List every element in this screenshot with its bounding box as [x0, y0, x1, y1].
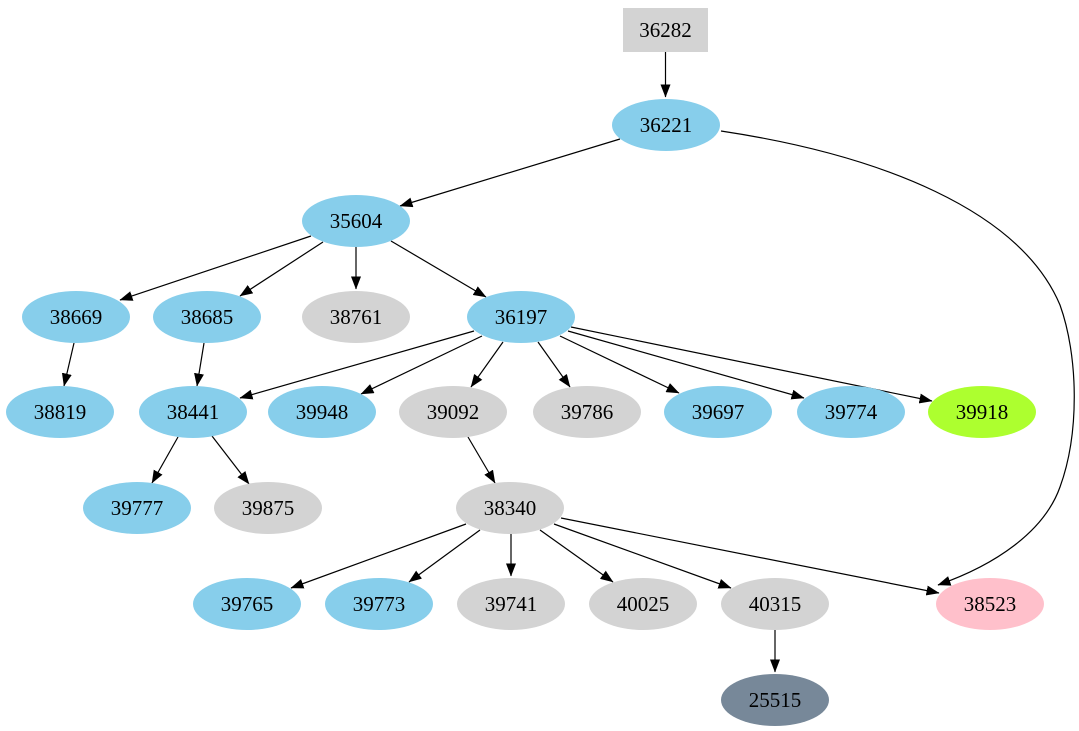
node-25515: 25515 — [721, 674, 829, 726]
edge-38441-39777 — [151, 436, 179, 484]
node-38761-label: 38761 — [330, 305, 383, 329]
node-39948: 39948 — [268, 386, 376, 438]
node-39774-shape — [797, 386, 905, 438]
node-39773-label: 39773 — [353, 592, 406, 616]
node-35604-label: 35604 — [330, 209, 383, 233]
node-38523: 38523 — [936, 578, 1044, 630]
node-39875-shape — [214, 482, 322, 534]
node-39774: 39774 — [797, 386, 905, 438]
edge-35604-38669 — [119, 235, 312, 301]
edge-36197-39948 — [360, 335, 483, 395]
node-39786-shape — [533, 386, 641, 438]
node-39918: 39918 — [928, 386, 1036, 438]
edge-38669-38819 — [61, 342, 75, 387]
node-38669: 38669 — [22, 291, 130, 343]
node-40025-shape — [589, 578, 697, 630]
node-36197: 36197 — [467, 291, 575, 343]
edge-36221-35604 — [399, 138, 621, 208]
node-40025: 40025 — [589, 578, 697, 630]
edge-36197-39092 — [470, 341, 504, 388]
edge-38340-39773 — [408, 529, 481, 583]
node-39875-label: 39875 — [242, 496, 295, 520]
node-39092-label: 39092 — [427, 400, 480, 424]
node-38441-shape — [139, 386, 247, 438]
node-39777-label: 39777 — [111, 496, 164, 520]
node-38819-shape — [6, 386, 114, 438]
node-40315-label: 40315 — [749, 592, 802, 616]
node-36282-shape — [623, 8, 708, 52]
edge-36197-39786 — [537, 341, 571, 388]
node-39777-shape — [83, 482, 191, 534]
node-39774-label: 39774 — [825, 400, 878, 424]
node-39092-shape — [399, 386, 507, 438]
node-38340-shape — [456, 482, 564, 534]
node-39741-label: 39741 — [485, 592, 538, 616]
node-39786-label: 39786 — [561, 400, 614, 424]
node-39918-shape — [928, 386, 1036, 438]
edge-39092-38340 — [467, 436, 496, 484]
node-38523-label: 38523 — [964, 592, 1017, 616]
edge-35604-36197 — [390, 240, 487, 298]
edge-38441-39875 — [211, 435, 250, 485]
node-38669-label: 38669 — [50, 305, 103, 329]
node-39765-shape — [193, 578, 301, 630]
node-38761: 38761 — [302, 291, 410, 343]
node-40315-shape — [721, 578, 829, 630]
node-38761-shape — [302, 291, 410, 343]
edge-36197-39697 — [559, 335, 680, 394]
node-39773: 39773 — [325, 578, 433, 630]
node-36221-shape — [612, 99, 720, 151]
node-39948-shape — [268, 386, 376, 438]
node-36282: 36282 — [623, 8, 708, 52]
edge-38340-40315 — [553, 523, 732, 589]
node-38685: 38685 — [153, 291, 261, 343]
edge-38685-38441 — [194, 342, 205, 387]
node-38523-shape — [936, 578, 1044, 630]
node-38669-shape — [22, 291, 130, 343]
node-25515-label: 25515 — [749, 688, 802, 712]
node-39773-shape — [325, 578, 433, 630]
node-38819-label: 38819 — [34, 400, 87, 424]
node-35604-shape — [302, 195, 410, 247]
node-38441: 38441 — [139, 386, 247, 438]
node-38819: 38819 — [6, 386, 114, 438]
edge-36197-39774 — [567, 330, 805, 400]
node-38441-label: 38441 — [167, 400, 220, 424]
edge-layer — [61, 52, 1075, 673]
edge-38340-38523 — [560, 517, 940, 596]
node-39765: 39765 — [193, 578, 301, 630]
node-layer: 36282 36221 35604 38669 38685 38761 3619… — [6, 8, 1044, 726]
node-36221-label: 36221 — [640, 113, 693, 137]
node-39786: 39786 — [533, 386, 641, 438]
edge-38340-39765 — [290, 523, 467, 589]
node-39697: 39697 — [664, 386, 772, 438]
node-36197-label: 36197 — [495, 305, 548, 329]
node-39765-label: 39765 — [221, 592, 274, 616]
node-39875: 39875 — [214, 482, 322, 534]
node-39741-shape — [457, 578, 565, 630]
edge-35604-38685 — [239, 241, 324, 297]
node-36221: 36221 — [612, 99, 720, 151]
node-36197-shape — [467, 291, 575, 343]
node-38685-shape — [153, 291, 261, 343]
edge-38340-40025 — [539, 529, 614, 583]
node-39741: 39741 — [457, 578, 565, 630]
node-39948-label: 39948 — [296, 400, 349, 424]
node-39092: 39092 — [399, 386, 507, 438]
node-38685-label: 38685 — [181, 305, 234, 329]
node-39918-label: 39918 — [956, 400, 1009, 424]
edge-36197-38441 — [239, 330, 475, 400]
node-25515-shape — [721, 674, 829, 726]
node-38340: 38340 — [456, 482, 564, 534]
node-40025-label: 40025 — [617, 592, 670, 616]
node-40315: 40315 — [721, 578, 829, 630]
node-39697-shape — [664, 386, 772, 438]
node-39777: 39777 — [83, 482, 191, 534]
node-38340-label: 38340 — [484, 496, 537, 520]
edge-36221-38523 — [720, 130, 1075, 586]
node-35604: 35604 — [302, 195, 410, 247]
node-39697-label: 39697 — [692, 400, 745, 424]
node-36282-label: 36282 — [639, 18, 692, 42]
